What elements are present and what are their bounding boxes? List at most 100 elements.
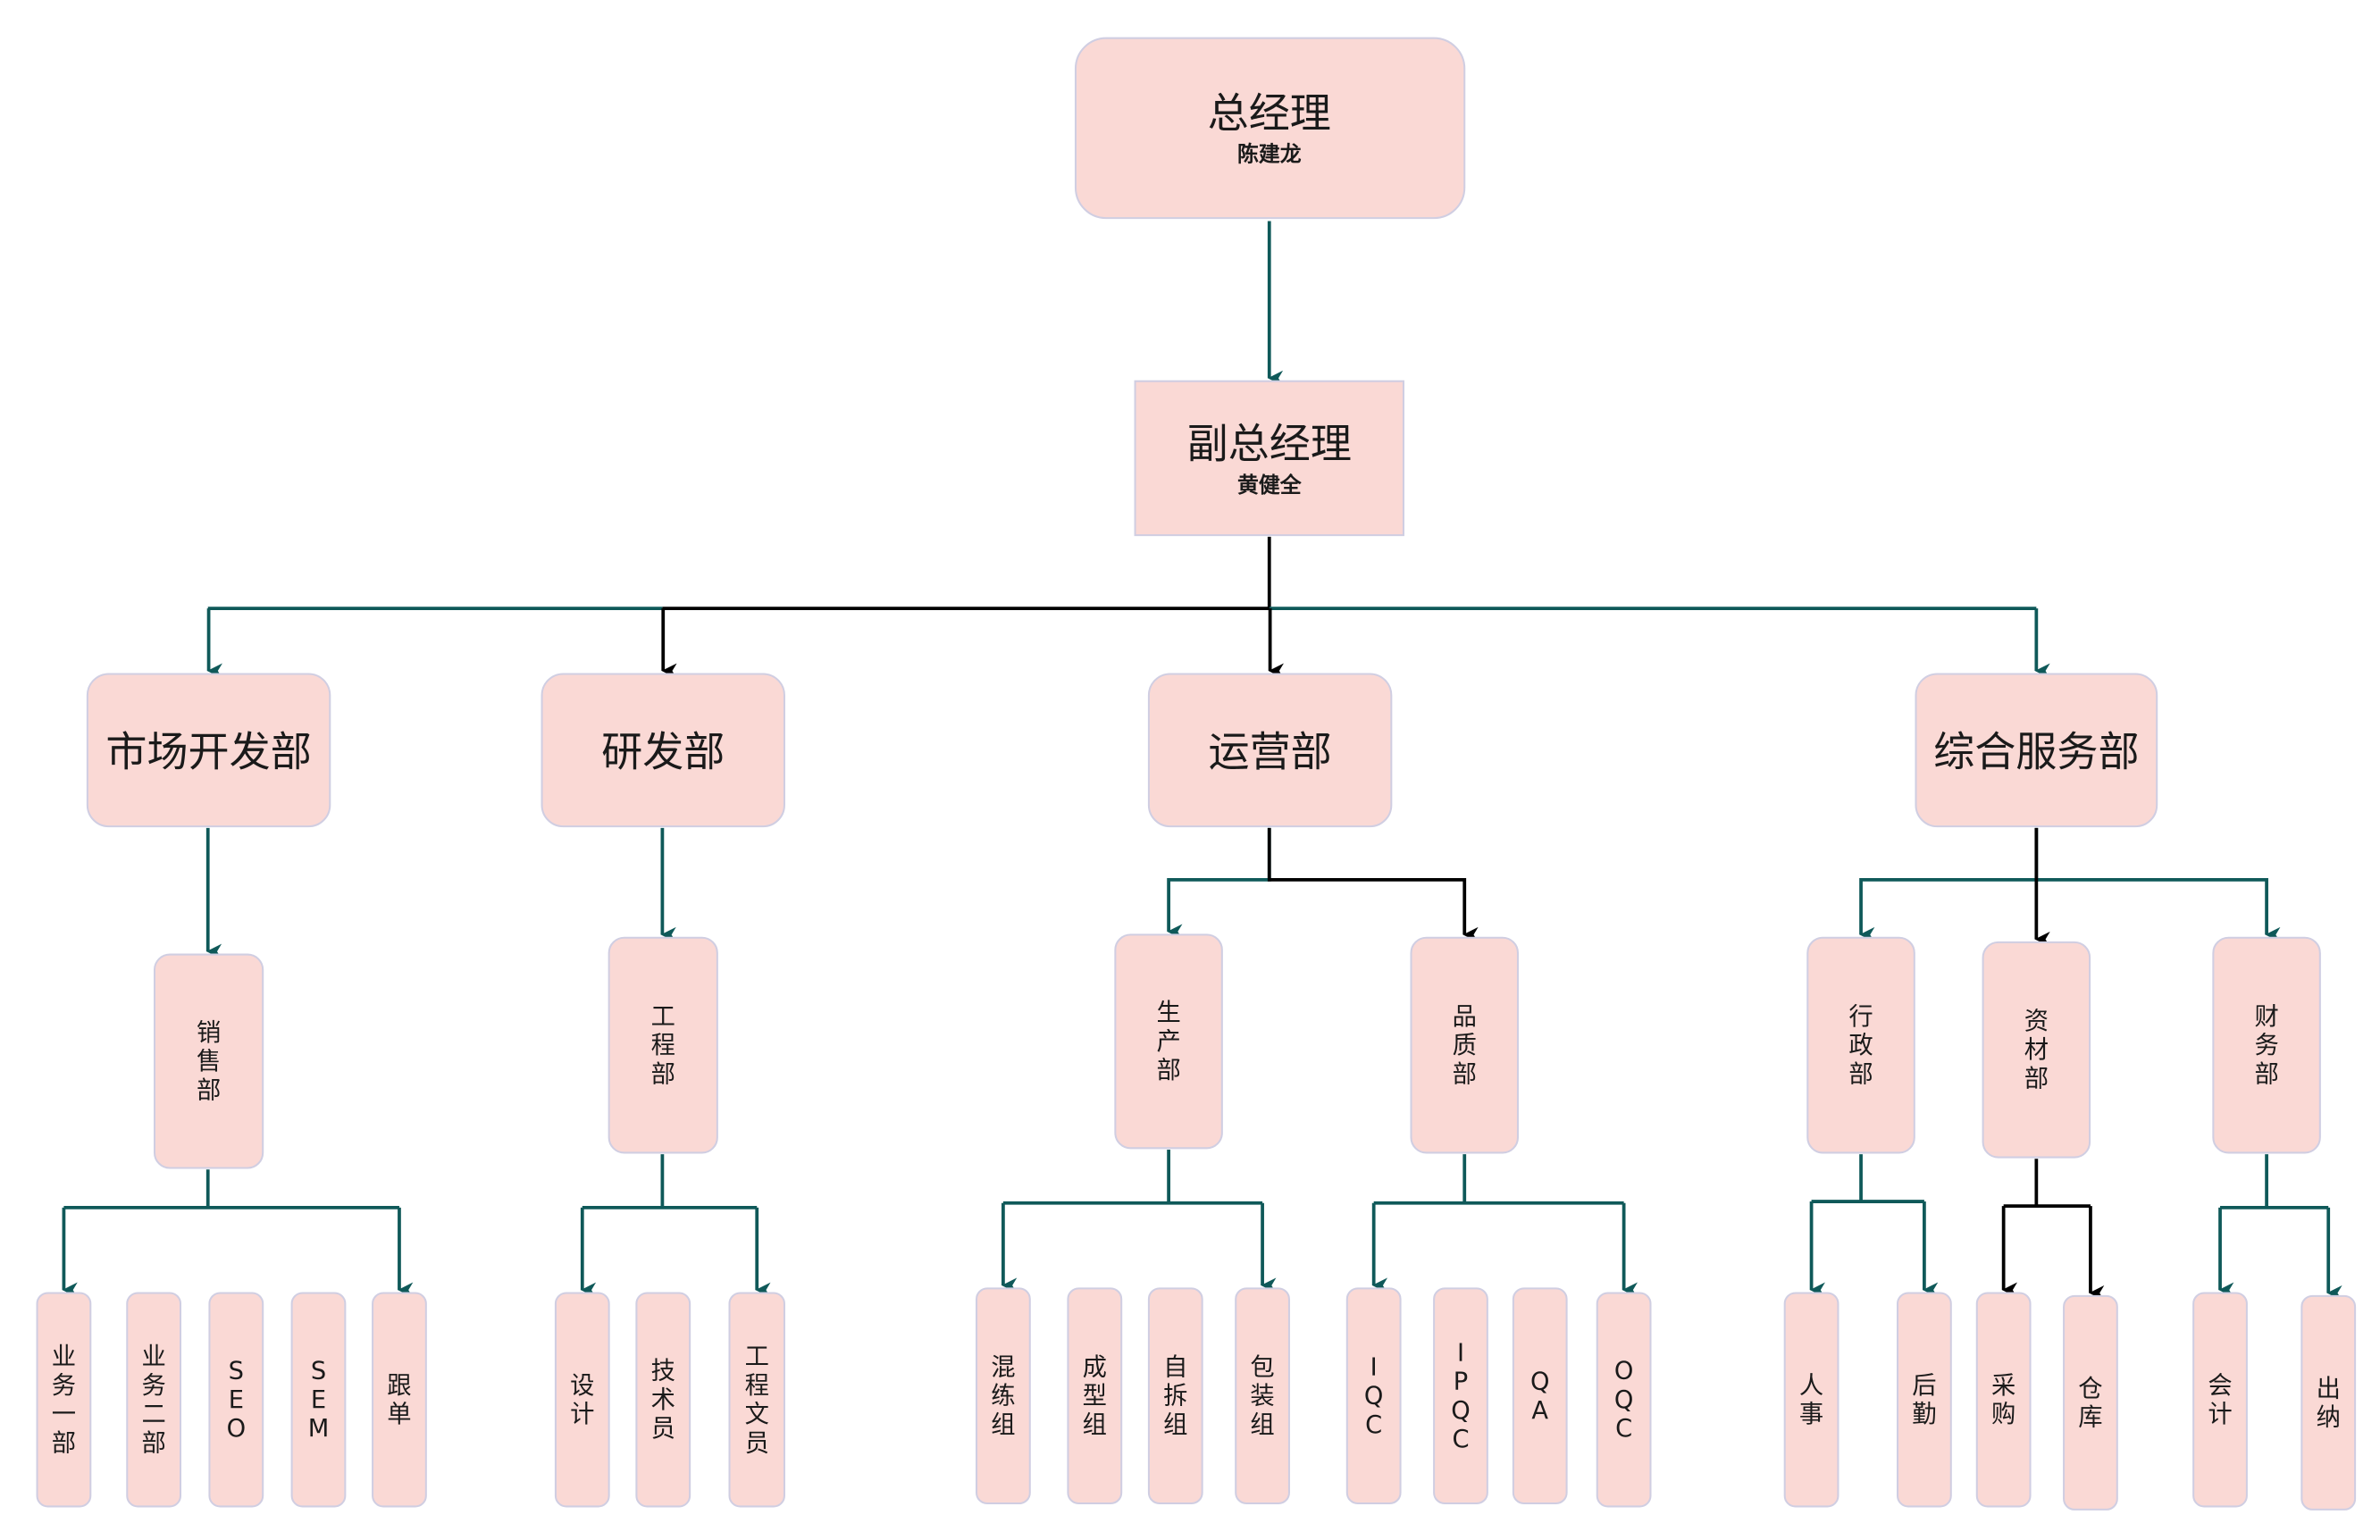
team-node[interactable]: 工程文员 xyxy=(728,1292,785,1508)
team-node-box xyxy=(1147,1287,1203,1505)
team-node[interactable]: 设计 xyxy=(554,1292,610,1508)
team-label: 设计 xyxy=(570,1371,594,1427)
dept-label: 研发部 xyxy=(601,728,725,776)
unit-node[interactable]: 行政部 xyxy=(1806,936,1915,1154)
unit-label: 销售部 xyxy=(197,1018,221,1103)
dept-node-box xyxy=(86,673,331,828)
team-node[interactable]: 自拆组 xyxy=(1147,1287,1203,1505)
unit-node[interactable]: 生产部 xyxy=(1114,933,1223,1150)
team-node-box xyxy=(976,1287,1031,1505)
team-node-box xyxy=(1596,1292,1652,1508)
team-node[interactable]: 采购 xyxy=(1975,1292,2032,1508)
team-node-box xyxy=(290,1292,347,1508)
team-node[interactable]: 仓库 xyxy=(2063,1294,2118,1511)
unit-node[interactable]: 财务部 xyxy=(2212,936,2321,1154)
dept-node[interactable]: 市场开发部 xyxy=(86,673,331,828)
team-node[interactable]: 后勤 xyxy=(1896,1292,1952,1508)
team-node[interactable]: 混练组 xyxy=(976,1287,1031,1505)
team-node-box xyxy=(2300,1294,2357,1511)
team-node[interactable]: 业务一部 xyxy=(36,1292,92,1508)
team-label: 采购 xyxy=(1991,1371,2015,1427)
team-label: 混练组 xyxy=(991,1353,1015,1438)
team-node-box xyxy=(126,1292,182,1508)
connector-to-admin xyxy=(1859,827,2039,942)
unit-label: 财务部 xyxy=(2254,1002,2278,1087)
team-label: 出纳 xyxy=(2317,1375,2341,1431)
dept-label: 市场开发部 xyxy=(105,728,311,776)
unit-node-box xyxy=(1114,933,1223,1150)
team-label: 技术员 xyxy=(651,1357,675,1442)
dept-node-box xyxy=(1915,673,2158,828)
team-label: 会计 xyxy=(2208,1371,2232,1427)
unit-node-box xyxy=(1410,936,1520,1154)
team-label: 业务二部 xyxy=(141,1343,165,1457)
connectors xyxy=(62,221,2342,1301)
unit-node[interactable]: 资材部 xyxy=(1982,941,2091,1159)
unit-label: 品质部 xyxy=(1453,1002,1477,1087)
team-node[interactable]: 包装组 xyxy=(1235,1287,1290,1505)
team-node[interactable]: 成型组 xyxy=(1067,1287,1123,1505)
node-deputy-general-manager-box xyxy=(1134,380,1404,537)
team-node-box xyxy=(208,1292,264,1508)
dept-node[interactable]: 研发部 xyxy=(541,673,785,828)
team-node-box xyxy=(554,1292,610,1508)
unit-node[interactable]: 销售部 xyxy=(153,953,264,1169)
unit-node[interactable]: 工程部 xyxy=(608,936,718,1154)
unit-node[interactable]: 品质部 xyxy=(1410,936,1520,1154)
unit-label: 工程部 xyxy=(651,1002,675,1087)
team-node[interactable]: 跟单 xyxy=(372,1292,427,1508)
dept-node-box xyxy=(541,673,785,828)
team-node[interactable]: 出纳 xyxy=(2300,1294,2357,1511)
team-node-box xyxy=(635,1292,691,1508)
general-manager-name: 陈建龙 xyxy=(1237,141,1302,166)
team-label: 自拆组 xyxy=(1163,1353,1187,1438)
team-label: 成型组 xyxy=(1083,1353,1107,1438)
dept-node[interactable]: 运营部 xyxy=(1147,673,1393,828)
team-node-box xyxy=(2063,1294,2118,1511)
team-label: 人事 xyxy=(1799,1371,1823,1427)
unit-label: 资材部 xyxy=(2024,1007,2049,1092)
team-label: 后勤 xyxy=(1912,1371,1936,1427)
dept-label: 综合服务部 xyxy=(1933,728,2139,776)
team-node-box xyxy=(1896,1292,1952,1508)
team-node-box xyxy=(728,1292,785,1508)
team-node-box xyxy=(1783,1292,1839,1508)
connector-to-quality xyxy=(1267,827,1479,942)
connector-to-finance xyxy=(2036,878,2281,942)
dept-label: 运营部 xyxy=(1208,728,1331,776)
team-label: 仓库 xyxy=(2078,1375,2102,1431)
dept-node[interactable]: 综合服务部 xyxy=(1915,673,2158,828)
team-label: 包装组 xyxy=(1250,1353,1274,1438)
team-node-box xyxy=(1235,1287,1290,1505)
team-node-box xyxy=(1433,1287,1488,1505)
unit-label: 行政部 xyxy=(1848,1002,1873,1087)
team-node[interactable]: 业务二部 xyxy=(126,1292,182,1508)
connector-to-production xyxy=(1167,827,1271,940)
unit-node-box xyxy=(2212,936,2321,1154)
deputy-name: 黄健全 xyxy=(1237,473,1303,498)
team-node[interactable]: 会计 xyxy=(2192,1292,2248,1508)
unit-node-box xyxy=(608,936,718,1154)
team-node-box xyxy=(1067,1287,1123,1505)
team-node[interactable]: 技术员 xyxy=(635,1292,691,1508)
team-label: 工程文员 xyxy=(745,1343,769,1457)
team-node-box xyxy=(372,1292,427,1508)
unit-node-box xyxy=(1806,936,1915,1154)
unit-label: 生产部 xyxy=(1156,999,1180,1084)
team-node[interactable]: 人事 xyxy=(1783,1292,1839,1508)
